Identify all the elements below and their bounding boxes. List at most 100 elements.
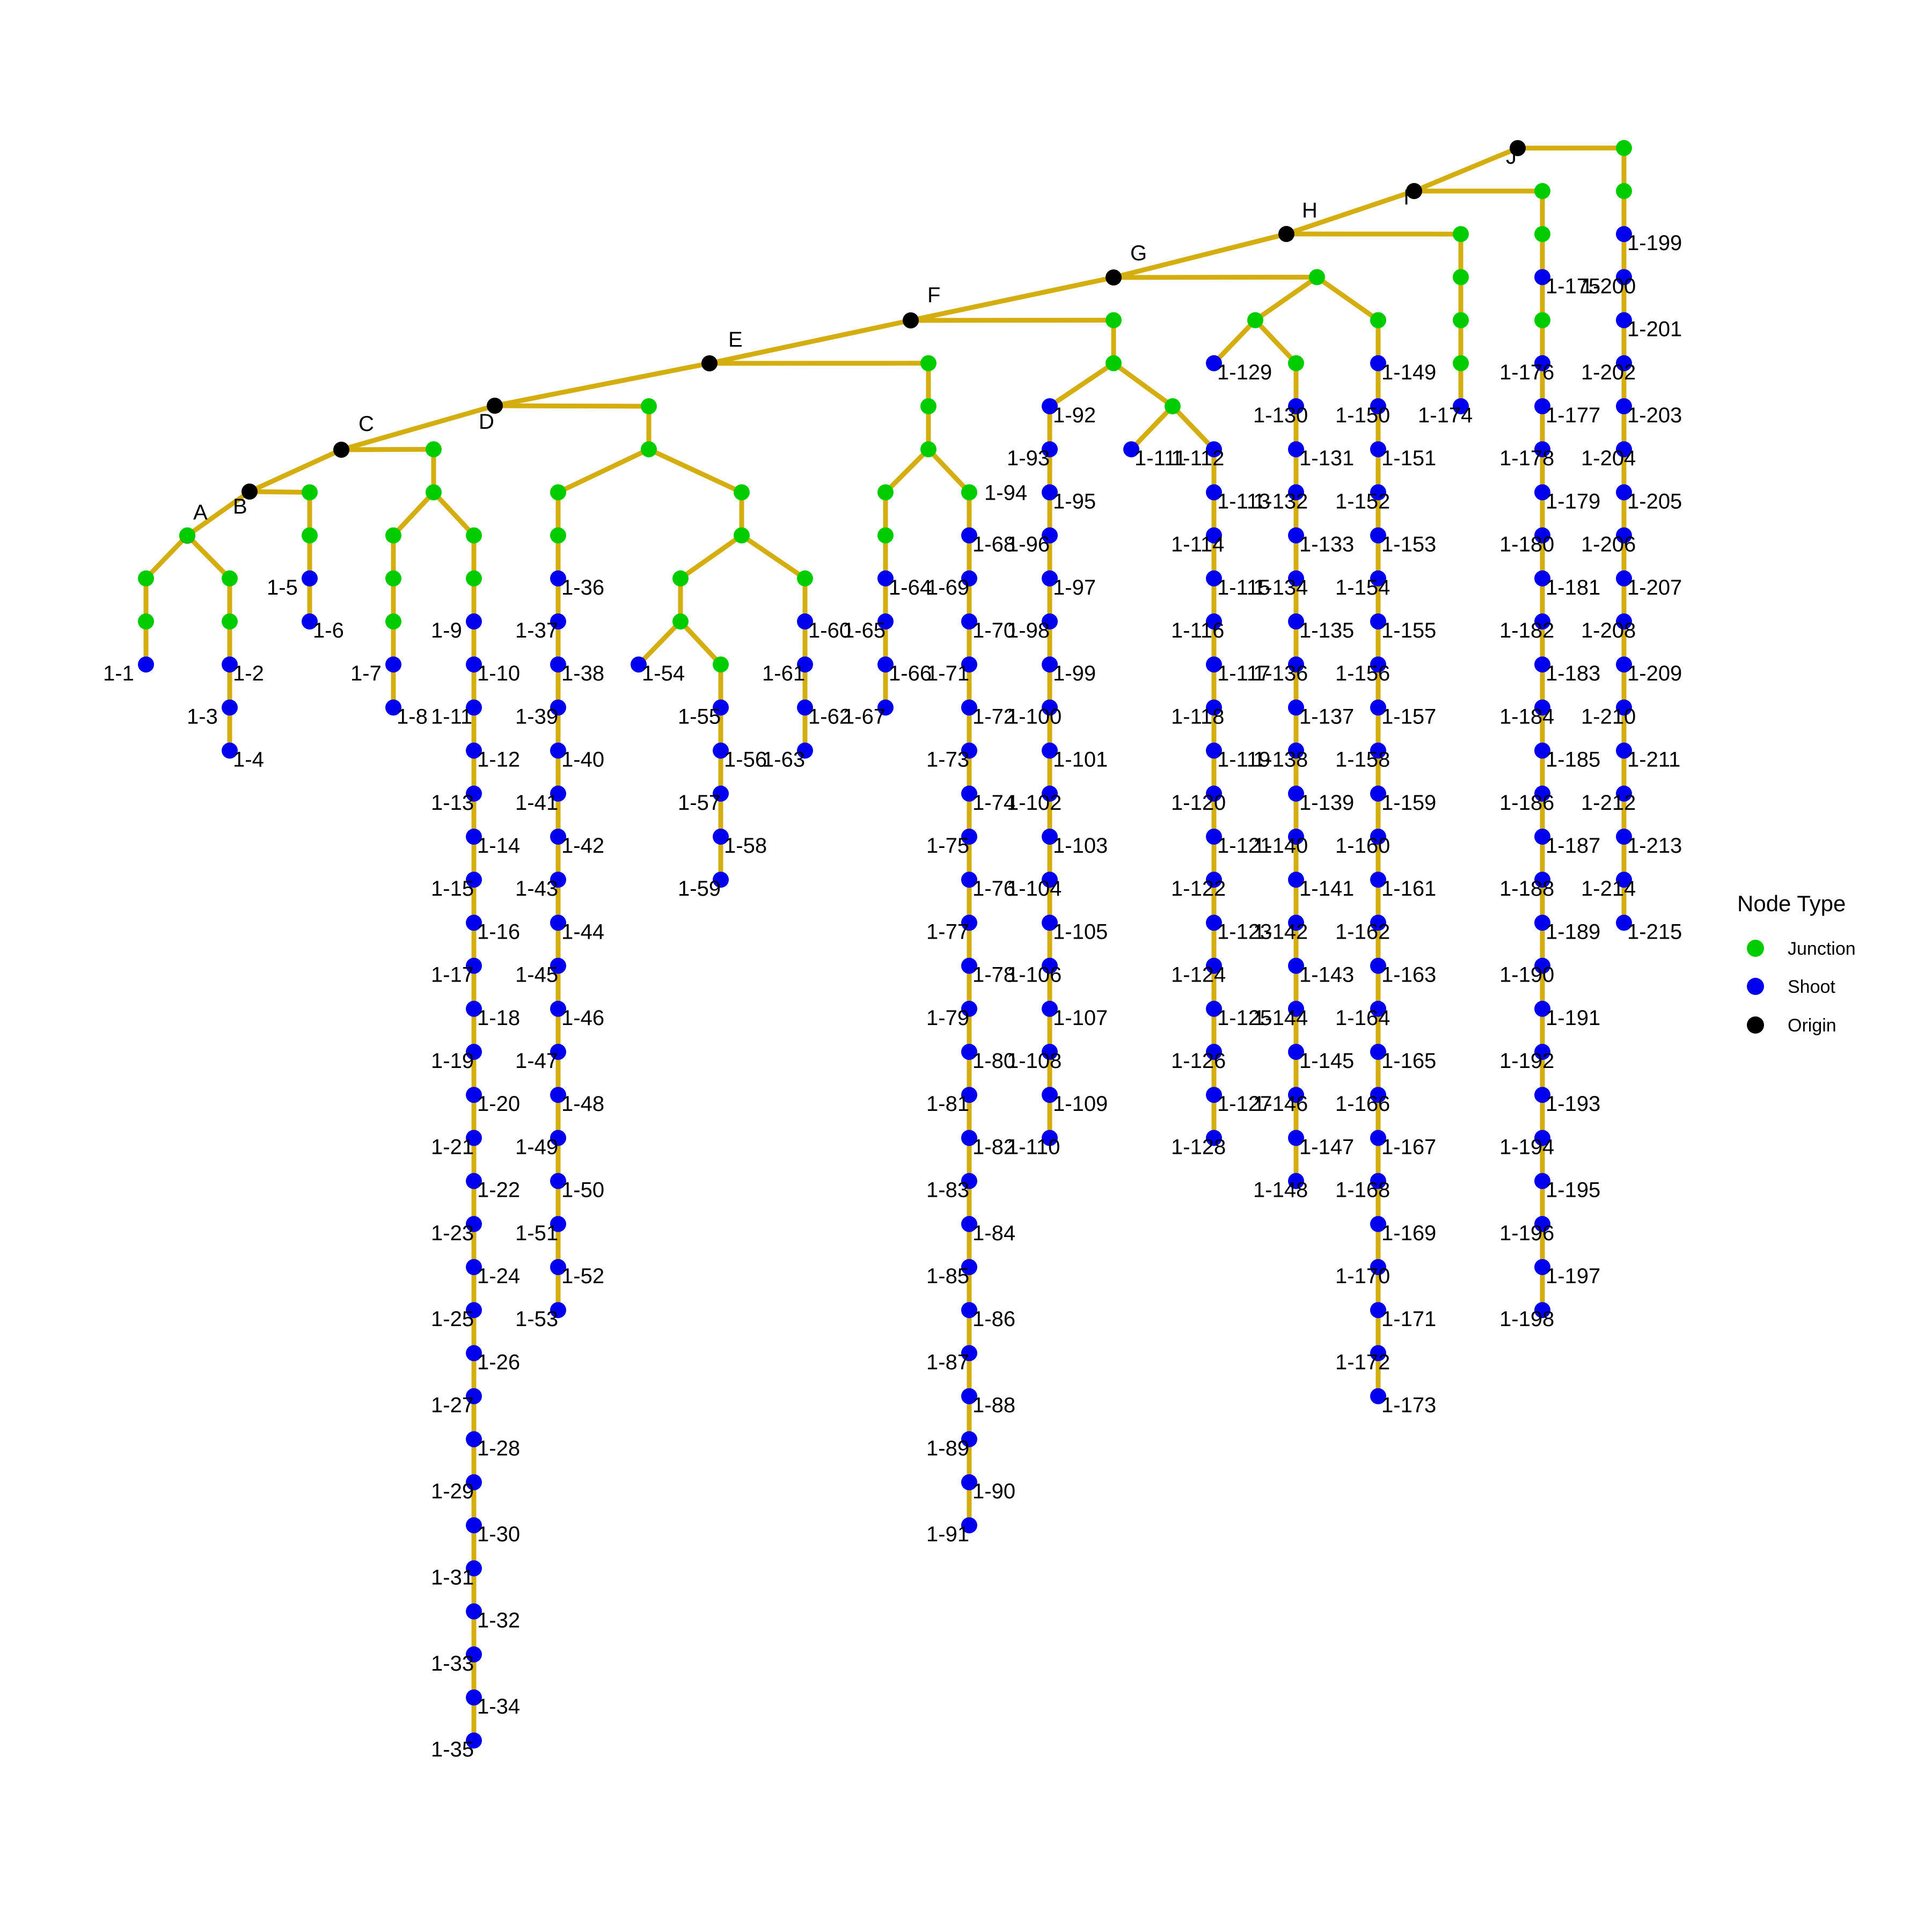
shoot-node [1370,484,1386,501]
shoot-node [1206,785,1222,802]
shoot-node [1534,1173,1550,1189]
shoot-node [961,699,977,716]
shoot-node [1616,656,1632,673]
shoot-node [550,1259,566,1275]
shoot-node [1534,656,1550,673]
shoot-label: 1-27 [431,1394,474,1417]
shoot-label: 1-131 [1299,447,1354,470]
shoot-label: 1-23 [431,1221,474,1245]
shoot-node [302,613,318,630]
shoot-label: 1-143 [1299,963,1354,987]
origin-node [701,355,718,371]
shoot-label: 1-194 [1499,1135,1554,1159]
tree-edge [678,619,723,667]
shoot-node [1370,656,1386,673]
shoot-node [466,1603,482,1620]
shoot-node [1288,1130,1304,1146]
shoot-label: 1-10 [477,662,520,685]
shoot-label: 1-71 [926,662,969,685]
junction-node [797,570,813,587]
shoot-node [1206,613,1222,630]
shoot-node [466,1517,482,1534]
shoot-node [1370,872,1386,888]
shoot-label: 1-66 [889,662,932,685]
junction-node [734,484,750,501]
shoot-label: 1-174 [1418,404,1473,427]
shoot-label: 1-36 [561,576,604,599]
shoot-node [1042,829,1058,845]
shoot-node [961,742,977,759]
tree-edge [1111,231,1289,280]
shoot-node [961,1345,977,1362]
origin-label-f: F [927,283,940,307]
tree-edge [646,447,744,495]
tree-edge [1253,274,1320,323]
shoot-label: 1-196 [1499,1221,1554,1245]
shoot-node [961,1517,977,1534]
shoot-label: 1-214 [1581,877,1636,901]
junction-node [302,484,318,501]
shoot-node [1616,226,1632,243]
shoot-label: 1-42 [561,834,604,858]
shoot-label: 1-96 [1007,533,1050,557]
shoot-node [961,1302,977,1319]
shoot-label: 1-210 [1581,705,1636,728]
shoot-node [1042,1044,1058,1060]
shoot-label: 1-97 [1053,576,1096,599]
shoot-label: 1-4 [233,748,264,772]
shoot-label: 1-161 [1381,877,1436,901]
shoot-label: 1-78 [972,963,1015,987]
shoot-label: 1-52 [561,1264,604,1288]
tree-edge [678,533,744,581]
shoot-node [1534,570,1550,587]
shoot-label: 1-116 [1171,619,1224,642]
shoot-node [466,1173,482,1189]
shoot-node [1288,441,1304,458]
shoot-node [1534,872,1550,888]
junction-node [1616,140,1632,156]
shoot-label: 1-102 [1007,791,1062,815]
shoot-label: 1-22 [477,1179,520,1202]
shoot-label: 1-50 [561,1179,604,1202]
tree-edge [883,447,931,495]
shoot-node [1534,1044,1550,1060]
shoot-node [466,957,482,974]
junction-node [179,527,195,544]
shoot-node [466,1689,482,1706]
legend-title: Node Type [1737,891,1846,916]
shoot-label: 1-77 [926,920,969,943]
shoot-node [466,1087,482,1103]
shoot-node [1616,355,1632,371]
shoot-node [1616,742,1632,759]
shoot-node [1288,398,1304,414]
shoot-label: 1-88 [972,1394,1015,1417]
shoot-label: 1-121 [1217,834,1272,858]
shoot-node [550,1216,566,1232]
shoot-node [1616,269,1632,286]
shoot-label: 1-153 [1381,533,1436,557]
shoot-node [631,656,647,673]
origin-label-h: H [1302,199,1318,222]
origin-node [1278,226,1294,242]
shoot-label: 1-17 [431,963,474,987]
shoot-node [1206,872,1222,888]
shoot-label: 1-76 [972,877,1015,901]
shoot-node [961,872,977,888]
shoot-node [466,1431,482,1447]
shoot-node [1370,441,1386,458]
shoot-node [550,742,566,759]
shoot-label: 1-123 [1217,920,1272,943]
shoot-label: 1-41 [515,791,558,815]
shoot-node [1288,872,1304,888]
shoot-node [222,699,238,716]
shoot-label: 1-38 [561,662,604,685]
shoot-label: 1-140 [1253,834,1308,858]
shoot-node [466,872,482,888]
shoot-label: 1-79 [926,1006,969,1030]
junction-node [138,570,154,587]
junction-node [1534,312,1550,328]
shoot-node [550,1000,566,1017]
junction-node [1106,312,1122,328]
shoot-label: 1-197 [1546,1264,1600,1288]
shoot-node [466,1345,482,1362]
